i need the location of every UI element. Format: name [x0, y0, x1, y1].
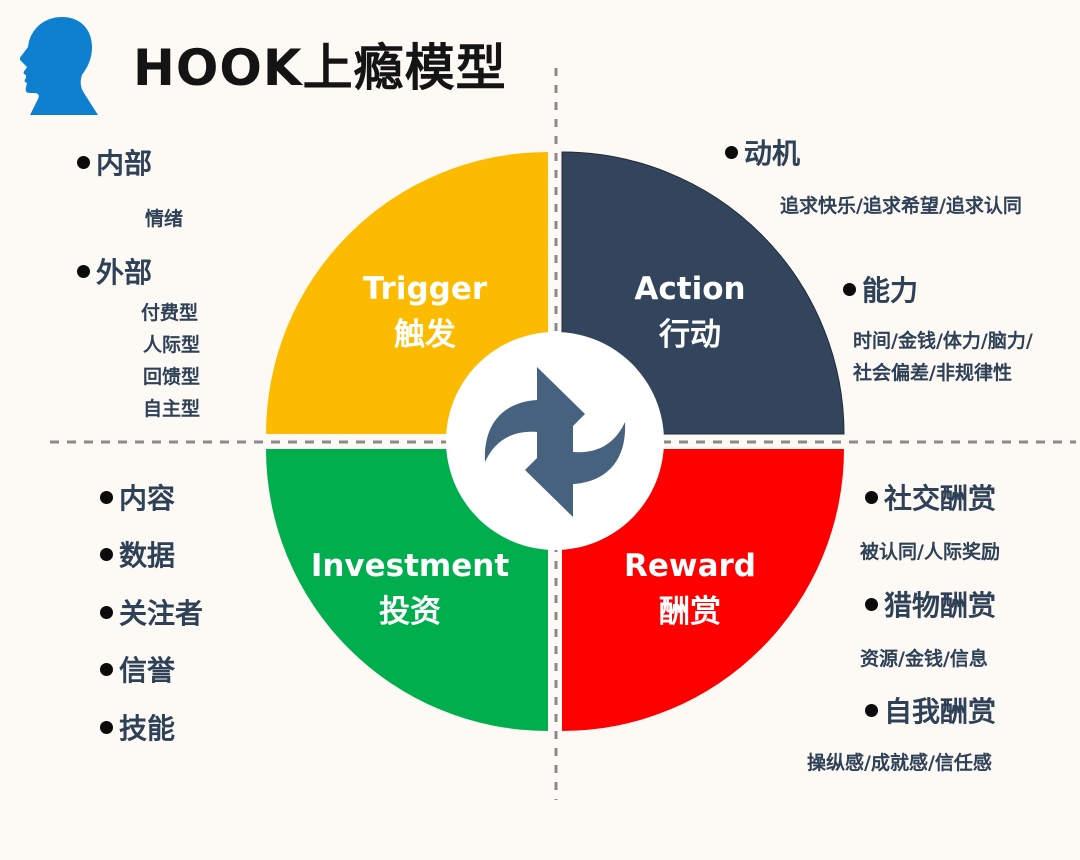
- action-motivation-detail: 追求快乐/追求希望/追求认同: [780, 195, 1022, 217]
- reward-hunt-heading: 猎物酬赏: [865, 588, 996, 624]
- page-title: HOOK上瘾模型: [133, 39, 507, 97]
- bullet-dot: [865, 490, 878, 504]
- investment-item: 内容: [100, 481, 175, 517]
- investment-label-en: Investment: [310, 548, 510, 584]
- investment-label-zh: 投资: [379, 594, 441, 630]
- reward-self-heading: 自我酬赏: [865, 694, 996, 730]
- reward-social-heading: 社交酬赏: [865, 481, 996, 517]
- reward-hunt-detail: 资源/金钱/信息: [860, 648, 988, 670]
- bullet-dot: [100, 720, 113, 734]
- investment-item: 信誉: [100, 653, 175, 689]
- trigger-external-item: 自主型: [143, 398, 201, 420]
- reward-social-detail: 被认同/人际奖励: [860, 541, 1000, 563]
- trigger-internal-heading: 内部: [77, 146, 152, 182]
- bullet-dot: [865, 703, 878, 717]
- bullet-dot: [100, 547, 113, 561]
- bullet-dot: [100, 605, 113, 619]
- bullet-dot: [77, 264, 90, 278]
- investment-item: 关注者: [100, 596, 203, 632]
- trigger-external-item: 人际型: [143, 334, 201, 356]
- reward-self-detail: 操纵感/成就感/信任感: [807, 752, 992, 774]
- trigger-internal-item: 情绪: [145, 208, 184, 230]
- trigger-external-heading: 外部: [77, 255, 152, 291]
- action-ability-detail-line: 社会偏差/非规律性: [853, 362, 1012, 384]
- reward-label-zh: 酬赏: [659, 594, 721, 630]
- action-ability-detail-line: 时间/金钱/体力/脑力/: [853, 330, 1033, 352]
- action-label-en: Action: [634, 271, 746, 307]
- trigger-external-item: 付费型: [141, 302, 199, 324]
- trigger-external-item: 回馈型: [143, 366, 201, 388]
- reward-label-en: Reward: [624, 548, 756, 584]
- action-motivation-heading: 动机: [725, 136, 800, 172]
- refresh-cycle-icon: [484, 367, 626, 517]
- bullet-dot: [865, 597, 878, 611]
- reward-quadrant: [562, 449, 844, 731]
- bullet-dot: [843, 282, 856, 296]
- trigger-label: Trigger 触发: [305, 266, 545, 358]
- reward-label: Reward 酬赏: [570, 543, 810, 635]
- bullet-dot: [725, 145, 738, 159]
- bullet-dot: [100, 662, 113, 676]
- investment-item: 技能: [100, 711, 175, 747]
- bullet-dot: [77, 155, 90, 169]
- human-head-profile-icon: [19, 17, 98, 115]
- investment-item: 数据: [100, 538, 175, 574]
- trigger-label-en: Trigger: [362, 271, 488, 307]
- action-ability-heading: 能力: [843, 273, 918, 309]
- trigger-quadrant: [266, 152, 548, 434]
- investment-label: Investment 投资: [290, 543, 530, 635]
- action-quadrant: [561, 151, 845, 435]
- action-label-zh: 行动: [659, 317, 721, 353]
- action-label: Action 行动: [570, 266, 810, 358]
- investment-quadrant: [266, 449, 548, 731]
- trigger-label-zh: 触发: [394, 317, 456, 353]
- bullet-dot: [100, 490, 113, 504]
